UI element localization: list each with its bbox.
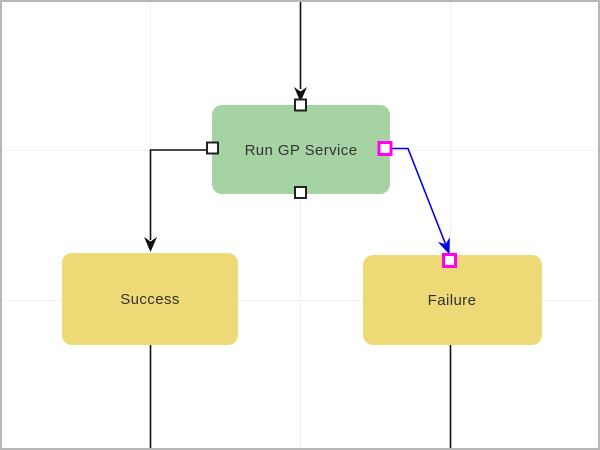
port-run-gp-service-right-selected[interactable] [377,141,393,156]
node-failure[interactable]: Failure [363,255,542,345]
node-label: Run GP Service [245,142,358,159]
node-shape[interactable] [62,253,238,345]
edge-run-gp-service-to-failure-selected[interactable] [391,147,450,255]
edge-line[interactable] [149,149,209,240]
node-success[interactable]: Success [62,253,238,345]
port-run-gp-service-bottom[interactable] [294,186,307,199]
port-run-gp-service-left[interactable] [206,141,219,155]
ports [206,98,457,268]
edge-start-to-run-gp-service[interactable] [294,0,307,102]
port-failure-top-selected[interactable] [442,253,457,268]
node-shape[interactable] [363,255,542,345]
arrowhead-icon [437,237,450,255]
arrowhead-icon [294,87,307,102]
arrowhead-icon [144,237,157,252]
node-label: Success [120,291,180,308]
node-run-gp-service[interactable]: Run GP Service [212,105,390,194]
edges [144,0,452,448]
edge-run-gp-service-to-success[interactable] [144,149,209,252]
edge-line[interactable] [391,147,447,245]
node-label: Failure [428,292,477,309]
port-run-gp-service-top[interactable] [294,98,307,112]
node-shape[interactable] [212,105,390,194]
